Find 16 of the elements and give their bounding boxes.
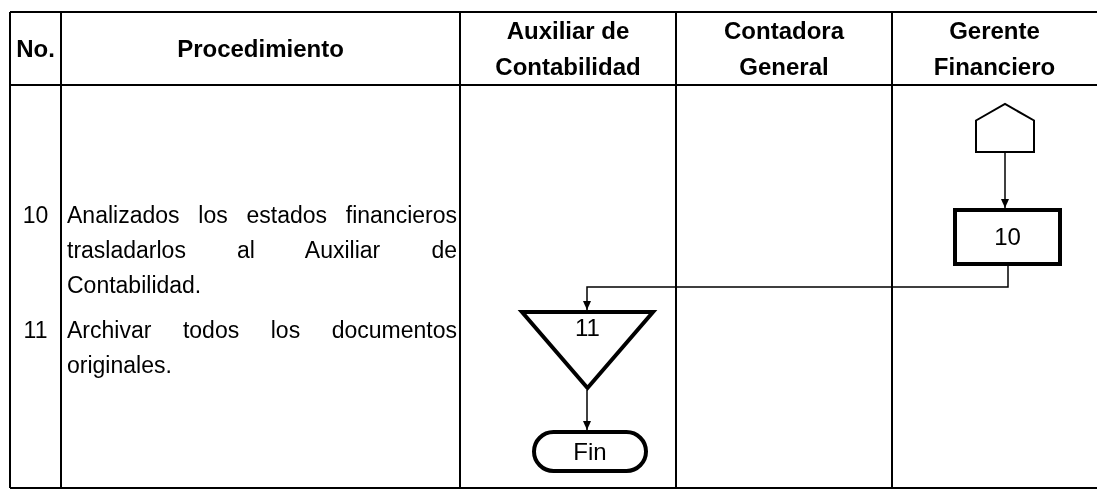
column-header: Contadora General — [723, 15, 846, 82]
archive-triangle: 11 — [520, 310, 655, 390]
arrow — [583, 389, 591, 431]
column-header: Procedimiento — [177, 33, 344, 64]
column-header: Auxiliar de Contabilidad — [494, 15, 642, 82]
column-header: Gerente Financiero — [932, 15, 1057, 82]
process-box: 10 — [953, 208, 1062, 266]
step-number: 10 — [22, 201, 49, 230]
arrow — [583, 265, 1009, 311]
step-description: Archivar todos los documentos originales. — [67, 316, 457, 380]
arrow — [1001, 152, 1009, 209]
off-page-connector — [975, 103, 1035, 153]
step-description: Analizados los estados financieros trasladarlos al Auxiliar de Contabilidad. — [67, 201, 457, 300]
terminator: Fin — [532, 430, 648, 473]
step-number: 11 — [23, 316, 48, 345]
column-header: No. — [16, 33, 55, 64]
